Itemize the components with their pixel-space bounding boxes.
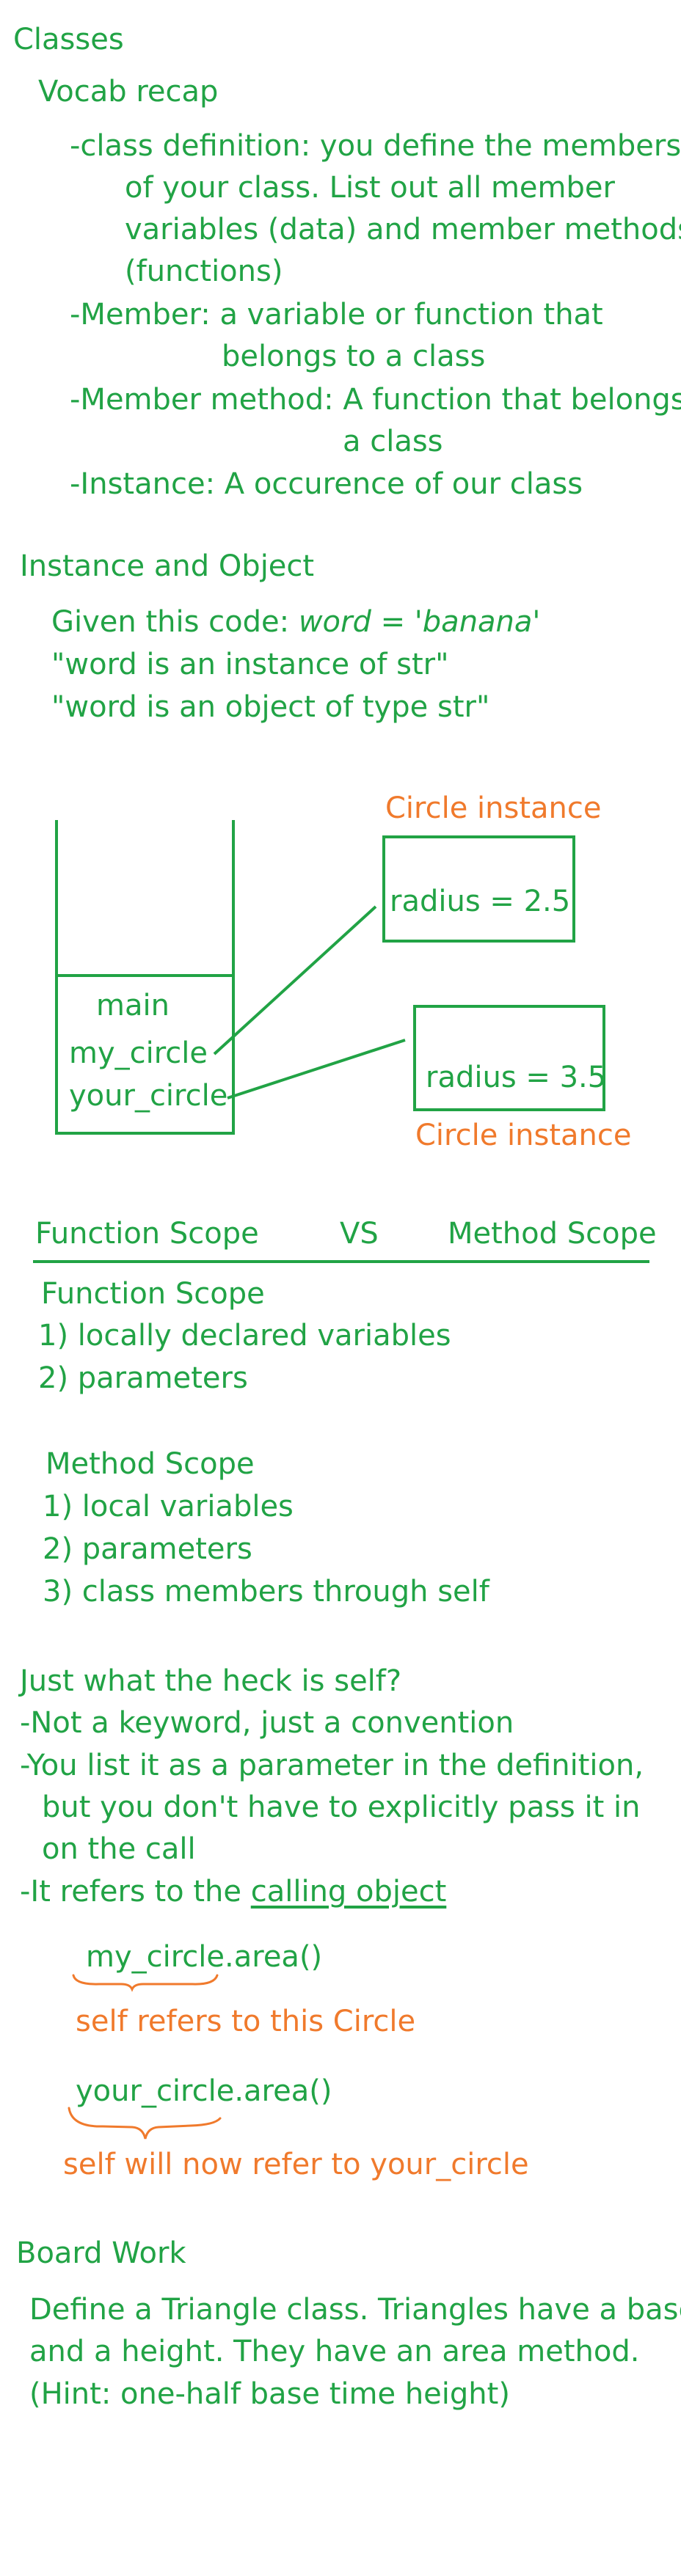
function-scope-item: 2) parameters xyxy=(38,1361,248,1395)
scope-header-method: Method Scope xyxy=(448,1217,657,1251)
given-prefix: Given this code: xyxy=(51,605,299,639)
example-note-1: self refers to this Circle xyxy=(76,2005,416,2038)
vocab-member: -Member: a variable or function that xyxy=(70,298,603,332)
self-bullet-keyword: -Not a keyword, just a convention xyxy=(20,1706,514,1740)
circle-object-box-2 xyxy=(413,1005,605,1111)
vocab-class-definition: -class definition: you define the member… xyxy=(70,129,681,163)
vocab-class-definition-cont: variables (data) and member methods xyxy=(125,213,681,246)
self-heading: Just what the heck is self? xyxy=(20,1664,402,1698)
example-call-1: my_circle.area() xyxy=(86,1939,322,1975)
vocab-heading: Vocab recap xyxy=(38,75,219,109)
example-method-call: .area() xyxy=(225,1940,323,1974)
function-scope-item: 1) locally declared variables xyxy=(38,1319,451,1353)
self-bullet-prefix: -It refers to the xyxy=(20,1875,251,1909)
board-work-line: and a height. They have an area method. xyxy=(29,2335,640,2368)
given-code-line: Given this code: word = 'banana' xyxy=(51,604,540,640)
self-bullet-parameter-cont: but you don't have to explicitly pass it… xyxy=(42,1790,641,1824)
page-title: Classes xyxy=(13,23,124,56)
reference-arrow-2 xyxy=(227,1039,406,1099)
instance-statement: "word is an instance of str" xyxy=(51,648,449,681)
vocab-member-method: -Member method: A function that belongs xyxy=(70,383,681,417)
vocab-class-definition-cont: of your class. List out all member xyxy=(125,171,615,205)
scope-header-vs: VS xyxy=(340,1217,379,1251)
example-method-call: .area() xyxy=(234,2074,332,2108)
self-bullet-parameter-cont: on the call xyxy=(42,1832,196,1866)
method-scope-title: Method Scope xyxy=(45,1447,255,1481)
board-work-line: (Hint: one-half base time height) xyxy=(29,2377,510,2411)
self-bullet-parameter: -You list it as a parameter in the defin… xyxy=(20,1749,644,1782)
vocab-class-definition-cont: (functions) xyxy=(125,255,283,288)
instance-heading: Instance and Object xyxy=(20,549,315,583)
scope-header-function: Function Scope xyxy=(35,1217,259,1251)
brace-under-your-circle xyxy=(68,2107,222,2140)
circle-instance-label-1: Circle instance xyxy=(385,791,602,825)
calling-object-term: calling object xyxy=(250,1875,447,1909)
brace-under-my-circle xyxy=(72,1974,219,1992)
function-scope-title: Function Scope xyxy=(41,1277,265,1311)
self-bullet-calling-object: -It refers to the calling object xyxy=(20,1874,446,1909)
variable-your-circle: your_circle xyxy=(69,1079,228,1113)
example-object-my-circle: my_circle xyxy=(86,1940,225,1974)
vocab-instance: -Instance: A occurence of our class xyxy=(70,467,583,501)
example-note-2: self will now refer to your_circle xyxy=(63,2148,529,2181)
circle-radius-2: radius = 3.5 xyxy=(426,1061,607,1094)
circle-instance-label-2: Circle instance xyxy=(415,1119,632,1152)
circle-object-box-1 xyxy=(382,835,575,943)
frame-label-main: main xyxy=(96,989,170,1022)
method-scope-item: 3) class members through self xyxy=(43,1575,489,1609)
reference-arrow-1 xyxy=(213,905,377,1055)
method-scope-item: 1) local variables xyxy=(43,1490,294,1523)
vocab-member-cont: belongs to a class xyxy=(222,340,486,373)
board-work-heading: Board Work xyxy=(16,2236,186,2270)
given-code: word = 'banana' xyxy=(298,605,541,639)
example-object-your-circle: your_circle xyxy=(76,2074,235,2108)
circle-radius-1: radius = 2.5 xyxy=(390,885,571,918)
example-call-2: your_circle.area() xyxy=(76,2074,332,2109)
method-scope-item: 2) parameters xyxy=(43,1532,252,1566)
vocab-member-method-cont: a class xyxy=(343,425,443,458)
variable-my-circle: my_circle xyxy=(69,1036,208,1070)
board-work-line: Define a Triangle class. Triangles have … xyxy=(29,2293,681,2327)
object-statement: "word is an object of type str" xyxy=(51,690,490,724)
